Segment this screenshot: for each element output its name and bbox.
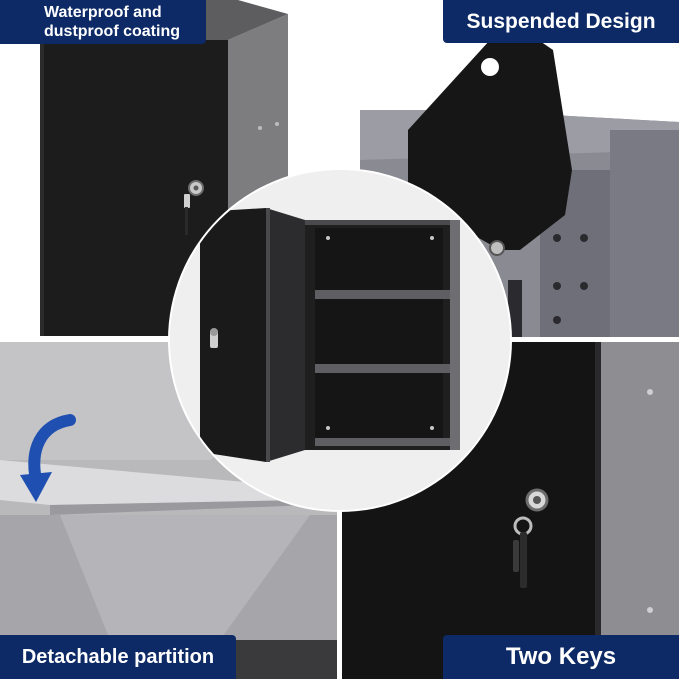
center-cabinet-open — [170, 170, 510, 510]
key-icon-2 — [513, 540, 519, 572]
label-detachable-partition: Detachable partition — [0, 635, 236, 679]
cabinet-side-panel — [595, 340, 679, 679]
mounting-hole-icon — [481, 58, 499, 76]
open-cabinet-illustration — [170, 170, 510, 510]
arrow-down-icon — [20, 472, 52, 502]
label-two-keys: Two Keys — [443, 635, 679, 679]
key-icon — [520, 532, 527, 588]
shelf-lower — [315, 364, 450, 373]
cabinet-door-left — [200, 208, 266, 462]
shelf-upper — [315, 290, 450, 299]
label-waterproof-coating: Waterproof and dustproof coating — [0, 0, 206, 44]
label-suspended-design: Suspended Design — [443, 0, 679, 43]
cabinet-door-open — [266, 208, 305, 462]
arrow-icon — [28, 414, 76, 486]
